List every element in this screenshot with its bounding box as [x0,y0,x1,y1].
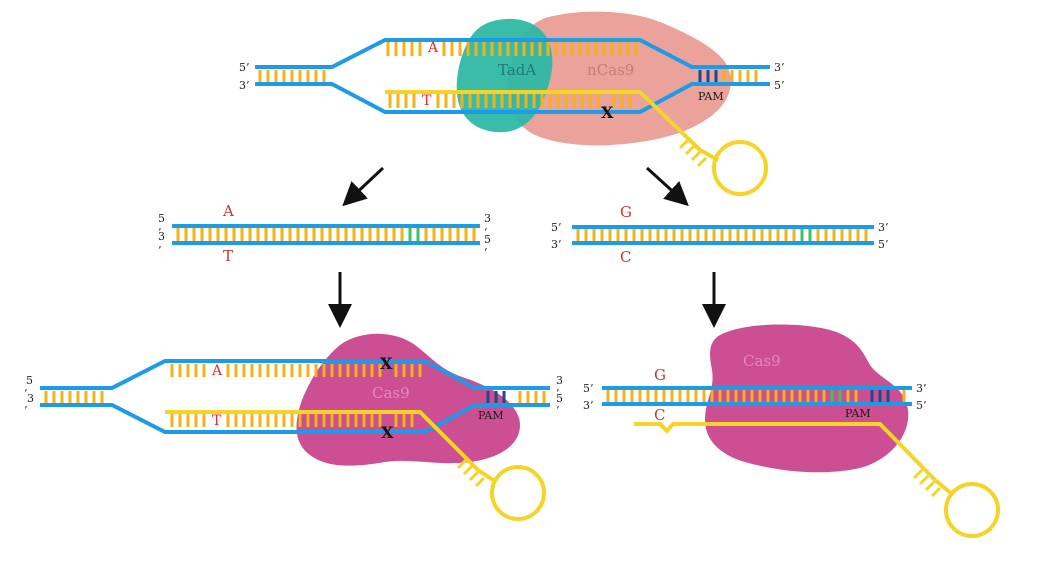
bottom-right-guide-rna-loop [944,482,1000,538]
bottom-right-rb-end: 5’ [916,399,927,412]
bottom-left-right-rungs [518,391,546,403]
bottom-right-base-c: C [654,406,665,424]
arrow-top-to-left [342,166,385,207]
middle-left-base-a: A [222,202,234,220]
ncas9-label: nCas9 [587,61,634,79]
bottom-left-cas9-label: Cas9 [372,384,410,402]
top-pam-rungs [698,70,718,82]
middle-right-rb-end: 5’ [878,238,889,251]
top-right-bottom-end: 5’ [774,79,785,92]
bottom-right-guide-rna [634,422,937,482]
top-upper-strand [255,38,770,69]
middle-right-base-c: C [620,248,631,266]
bottom-left-base-t: T [212,413,222,429]
middle-right-lb-end: 3’ [551,238,562,251]
middle-left-base-t: T [223,247,233,265]
bottom-left-rt-tick: ’ [556,387,560,400]
top-left-rungs [258,70,326,82]
bottom-right-guide-rna-hairpin [912,468,942,498]
bottom-left-lt-tick: ’ [24,387,28,400]
bottom-left-pam-rungs [486,391,506,403]
bottom-left-lb-end: 3 [27,392,34,405]
bottom-left-guide-rna-loop [490,465,546,521]
top-guide-rna-hairpin [678,138,708,168]
middle-left-panel: A T 5 ’ 3 ’ 3 ’ 5 ’ [158,202,491,265]
middle-left-rb-end: 5 [484,233,491,246]
bottom-left-cut-bottom: X [381,423,394,442]
top-lower-strand-rungs [388,94,632,108]
bottom-right-pam-label: PAM [845,407,871,420]
bottom-left-lt-end: 5 [26,374,33,387]
middle-right-base-g: G [620,203,632,221]
middle-right-rt-end: 3’ [878,221,889,234]
bottom-left-rt-end: 3 [556,374,563,387]
bottom-right-base-g: G [654,366,666,384]
middle-left-lb-tick: ’ [158,244,162,257]
bottom-left-rb-end: 5 [556,392,563,405]
bottom-left-upper-strand [40,359,550,390]
arrow-top-to-right [645,166,689,207]
middle-left-lt-end: 5 [158,212,165,225]
top-nick-mark: X [601,103,614,122]
bottom-left-cut-top: X [380,354,393,373]
bottom-left-panel: A T Cas9 PAM X X 5 ’ 3 ’ 3 ’ 5 ’ [24,333,563,521]
bottom-right-marker-rungs [830,390,842,402]
bottom-right-pam-rungs [870,390,890,402]
middle-right-rungs [576,229,868,241]
bottom-left-rb-tick: ’ [556,404,560,417]
bottom-right-rungs [606,390,906,402]
top-lower-strand [255,82,770,114]
bottom-left-guide-rna [165,410,480,472]
top-base-t: T [422,93,432,109]
top-upper-strand-rungs [386,42,638,56]
bottom-left-guide-rna-hairpin [456,458,486,488]
middle-left-marker-rungs [408,228,420,241]
bottom-left-left-rungs [44,391,104,403]
middle-right-lt-end: 5’ [551,221,562,234]
middle-right-marker-rungs [800,229,812,241]
bottom-left-pam-label: PAM [478,409,504,422]
top-base-a: A [427,40,439,56]
middle-left-lt-tick: ’ [158,226,162,239]
bottom-left-lb-tick: ’ [24,404,28,417]
middle-left-rungs [176,228,476,241]
middle-left-rt-tick: ’ [484,226,488,239]
top-left-bottom-end: 3’ [239,79,250,92]
tadA-protein [456,18,553,133]
top-guide-rna-loop [712,140,768,196]
bottom-left-lower-rungs [170,414,414,427]
bottom-left-base-a: A [211,363,223,379]
bottom-right-rt-end: 3’ [916,382,927,395]
bottom-left-lower-strand [40,403,550,434]
bottom-right-cas9-label: Cas9 [743,352,781,370]
top-pam-label: PAM [698,90,724,103]
top-right-rungs [722,70,758,82]
middle-left-lb-end: 3 [158,230,165,243]
middle-left-rb-tick: ’ [484,246,488,259]
bottom-right-lb-end: 3’ [583,399,594,412]
middle-left-rt-end: 3 [484,212,491,225]
bottom-right-panel: G C Cas9 PAM 5’ 3’ 3’ 5’ [583,324,1000,538]
bottom-right-lt-end: 5’ [583,382,594,395]
bottom-left-upper-rungs [170,364,422,377]
tadA-label: TadA [498,61,536,79]
top-right-top-end: 3’ [774,61,785,74]
top-left-top-end: 5’ [239,61,250,74]
top-panel: 5’ 3’ 3’ 5’ A T TadA nCas9 PAM X [239,11,785,196]
top-guide-rna [385,90,702,152]
middle-right-panel: G C 5’ 3’ 3’ 5’ [551,203,889,266]
